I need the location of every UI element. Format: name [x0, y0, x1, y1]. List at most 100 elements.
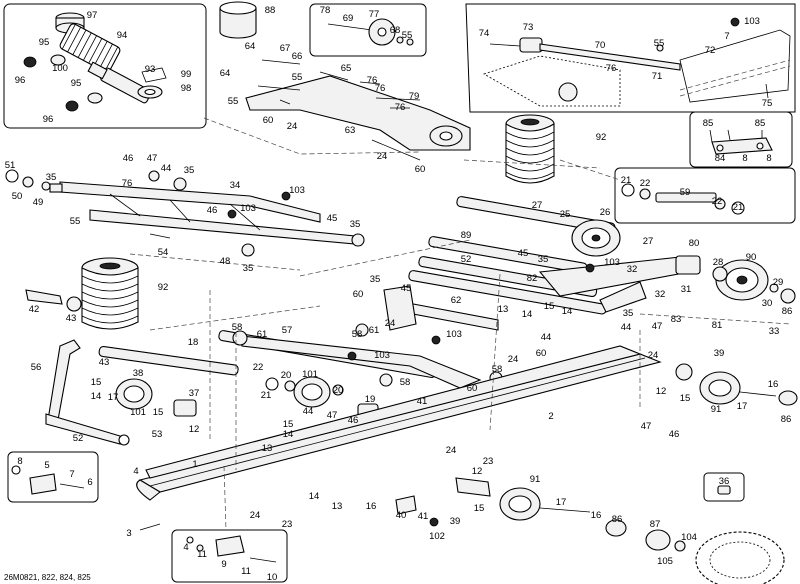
callout-17: 17: [737, 401, 748, 412]
idler-wheel-38: [115, 378, 153, 410]
callout-47: 47: [652, 321, 663, 332]
callout-7: 7: [724, 31, 729, 42]
callout-23: 23: [483, 456, 494, 467]
callout-8: 8: [766, 153, 771, 164]
callout-68: 68: [390, 25, 401, 36]
idler-wheel-91-bottom: [455, 477, 627, 537]
callout-96: 96: [15, 75, 26, 86]
callout-1: 1: [192, 459, 197, 470]
callout-23: 23: [282, 519, 293, 530]
callout-55: 55: [654, 38, 665, 49]
callout-81: 81: [712, 320, 723, 331]
callout-44: 44: [541, 332, 552, 343]
callout-47: 47: [327, 410, 338, 421]
callout-100: 100: [52, 63, 68, 74]
callout-54: 54: [158, 247, 169, 258]
callout-65: 65: [341, 63, 352, 74]
callout-20: 20: [333, 385, 344, 396]
support-block-37: [173, 399, 197, 417]
stopper-block: [186, 535, 277, 563]
callout-30: 30: [762, 298, 773, 309]
callout-24: 24: [287, 121, 298, 132]
rear-arm-upper: [245, 59, 471, 161]
callout-3: 3: [126, 528, 131, 539]
callout-91: 91: [711, 404, 722, 415]
callout-84: 84: [715, 153, 726, 164]
stopper-arm: [45, 339, 130, 446]
callout-8: 8: [742, 153, 747, 164]
callout-24: 24: [508, 354, 519, 365]
callout-87: 87: [650, 519, 661, 530]
callout-93: 93: [145, 64, 156, 75]
callout-22: 22: [640, 178, 651, 189]
sprocket-disc: [645, 529, 785, 584]
diagram-reference-code: 26M0821, 822, 824, 825: [4, 573, 91, 582]
callout-13: 13: [262, 443, 273, 454]
callout-7: 7: [69, 469, 74, 480]
callout-62: 62: [451, 295, 462, 306]
callout-86: 86: [781, 414, 792, 425]
callout-32: 32: [655, 289, 666, 300]
callout-8: 8: [17, 456, 22, 467]
callout-103: 103: [744, 16, 760, 27]
callout-78: 78: [320, 5, 331, 16]
callout-4: 4: [133, 466, 138, 477]
callout-17: 17: [108, 392, 119, 403]
bolt-and-washer-set: [327, 18, 414, 46]
callout-89: 89: [461, 230, 472, 241]
callout-33: 33: [769, 326, 780, 337]
callout-36: 36: [719, 476, 730, 487]
callout-9: 9: [221, 559, 226, 570]
callout-50: 50: [12, 191, 23, 202]
callout-43: 43: [66, 313, 77, 324]
link-arm-62: [383, 285, 499, 345]
idler-wheel-91-right: [675, 363, 798, 406]
callout-64: 64: [245, 41, 256, 52]
idler-wheel-101: [265, 376, 344, 408]
callout-74: 74: [479, 28, 490, 39]
bolt-3: [139, 523, 161, 531]
callout-42: 42: [29, 304, 40, 315]
callout-97: 97: [87, 10, 98, 21]
callout-63: 63: [345, 125, 356, 136]
idler-wheel-90: [715, 259, 796, 304]
callout-59: 59: [680, 187, 691, 198]
callout-83: 83: [671, 314, 682, 325]
stopper-detail-inset-box: [171, 529, 288, 583]
callout-41: 41: [418, 511, 429, 522]
callout-101: 101: [302, 369, 318, 380]
callout-17: 17: [556, 497, 567, 508]
callout-66: 66: [292, 51, 303, 62]
callout-52: 52: [461, 254, 472, 265]
callout-4: 4: [183, 542, 188, 553]
callout-103: 103: [374, 350, 390, 361]
adjuster-chain: [639, 313, 791, 325]
callout-101: 101: [130, 407, 146, 418]
callout-85: 85: [703, 118, 714, 129]
callout-77: 77: [369, 9, 380, 20]
callout-32: 32: [627, 264, 638, 275]
callout-35: 35: [46, 172, 57, 183]
callout-39: 39: [714, 348, 725, 359]
callout-95: 95: [39, 37, 50, 48]
callout-6: 6: [87, 477, 92, 488]
callout-46: 46: [207, 205, 218, 216]
callout-82: 82: [527, 273, 538, 284]
callout-35: 35: [370, 274, 381, 285]
callout-20: 20: [281, 370, 292, 381]
callout-5: 5: [44, 460, 49, 471]
nut-102: [429, 517, 439, 527]
callout-58: 58: [492, 364, 503, 375]
callout-76: 76: [375, 83, 386, 94]
callout-70: 70: [595, 40, 606, 51]
callout-19: 19: [365, 394, 376, 405]
callout-24: 24: [250, 510, 261, 521]
callout-88: 88: [265, 5, 276, 16]
callout-103: 103: [604, 257, 620, 268]
callout-58: 58: [352, 329, 363, 340]
callout-14: 14: [309, 491, 320, 502]
callout-103: 103: [289, 185, 305, 196]
callout-91: 91: [530, 474, 541, 485]
